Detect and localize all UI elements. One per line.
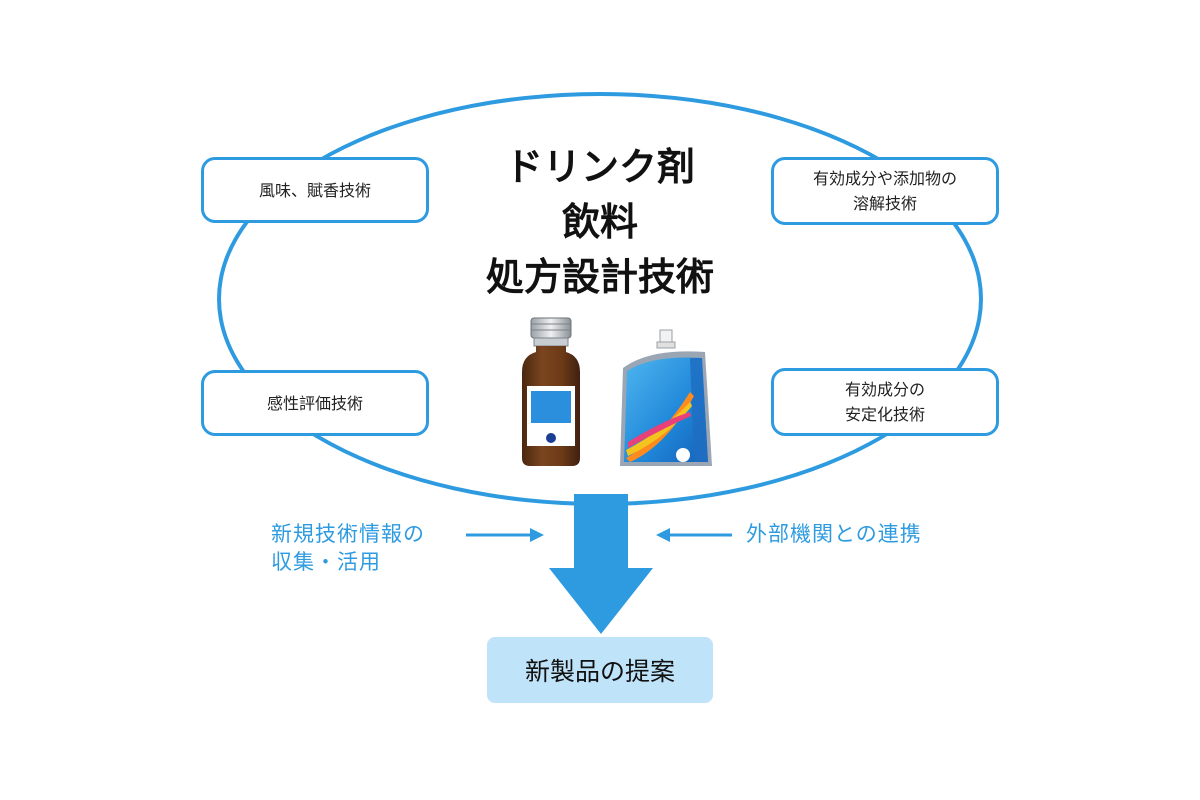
jelly-pouch-icon: [620, 329, 712, 466]
input-left-line: 収集・活用: [271, 550, 381, 574]
capsule-label: 有効成分や添加物の: [812, 169, 957, 188]
input-left: 新規技術情報の 収集・活用: [271, 520, 425, 576]
input-right: 外部機関との連携: [746, 520, 922, 548]
medicine-bottle-icon: [522, 317, 580, 466]
center-title-line: 飲料: [561, 200, 638, 244]
capsule-sensory-evaluation: 感性評価技術: [201, 370, 429, 436]
capsule-label: 有効成分の: [844, 380, 925, 399]
down-arrow: [549, 494, 653, 634]
result-label: 新製品の提案: [524, 657, 675, 686]
capsule-stabilization-technology: 有効成分の 安定化技術: [771, 368, 999, 436]
capsule-label: 安定化技術: [844, 405, 925, 424]
center-title-line: ドリンク剤: [504, 145, 695, 189]
capsule-flavor-technology: 風味、賦香技術: [201, 157, 429, 223]
center-title-line: 処方設計技術: [485, 255, 714, 299]
left-arrow-icon: [656, 528, 732, 542]
center-title: ドリンク剤 飲料 処方設計技術: [440, 140, 760, 305]
result-box: 新製品の提案: [487, 637, 713, 703]
input-left-line: 新規技術情報の: [271, 522, 425, 546]
capsule-label: 感性評価技術: [266, 393, 363, 413]
capsule-label: 風味、賦香技術: [258, 180, 371, 200]
right-arrow-icon: [466, 528, 544, 542]
capsule-dissolution-technology: 有効成分や添加物の 溶解技術: [771, 157, 999, 225]
capsule-label: 溶解技術: [852, 194, 917, 213]
input-right-line: 外部機関との連携: [746, 522, 922, 546]
